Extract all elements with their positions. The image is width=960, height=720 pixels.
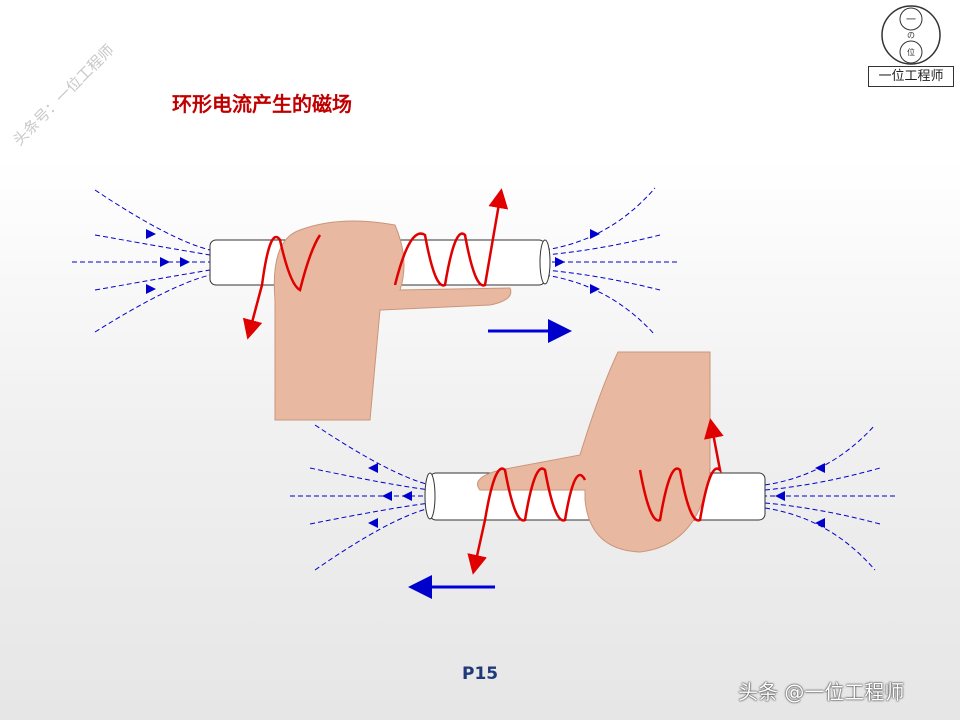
credit-watermark: 头条 @一位工程师 [738, 680, 905, 704]
logo: 一 の 位 一位工程师 [866, 2, 956, 88]
top-field-arrows [146, 229, 600, 294]
bottom-coil [467, 418, 724, 575]
logo-top-char: 一 [906, 15, 916, 26]
top-hand [273, 220, 512, 421]
logo-bottom-char: 位 [907, 47, 915, 57]
logo-text: 一位工程师 [868, 66, 954, 87]
top-coil [242, 188, 509, 340]
logo-mid-char: の [907, 31, 915, 40]
bottom-field-arrows [368, 463, 825, 528]
slide-title: 环形电流产生的磁场 [172, 92, 352, 116]
page-number: P15 [462, 664, 499, 684]
logo-seal-icon: 一 の 位 [881, 5, 941, 65]
bottom-hand [477, 351, 711, 553]
